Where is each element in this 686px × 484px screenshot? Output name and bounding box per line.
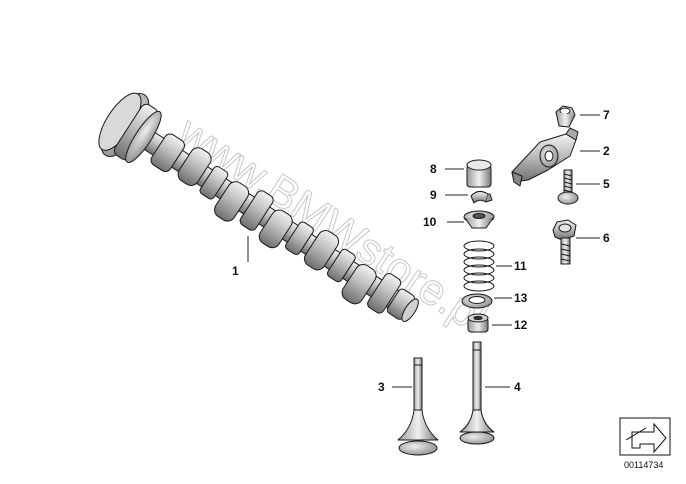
spring-seat-washer [461,293,493,309]
callout-11: 11 [514,259,527,273]
intake-valve [397,357,439,456]
valve-keepers [470,190,493,204]
callout-8: 8 [430,162,437,176]
valve-spring [463,240,495,292]
watermark: www.BMWstore.pl [169,107,496,343]
reference-number: 00114734 [624,460,663,470]
callout-3: 3 [378,380,385,394]
callout-10: 10 [423,215,437,229]
valve-stem-seal [467,313,489,333]
callout-13: 13 [514,291,528,305]
callout-2: 2 [603,144,610,158]
valve-tappet [466,159,492,188]
exhaust-valve [459,341,495,445]
callout-9: 9 [430,188,437,202]
camshaft [98,92,419,322]
callout-5: 5 [603,177,610,191]
callout-1: 1 [232,264,239,278]
bolt [552,219,577,265]
adjusting-screw [557,169,579,205]
callout-4: 4 [514,380,521,394]
diagram-reference-arrow-icon [625,422,667,454]
leader-lines [247,114,600,388]
spring-retainer [463,210,495,229]
callout-12: 12 [514,318,528,332]
reference-box: 00114734 [619,417,671,470]
nut [555,105,576,128]
callout-7: 7 [603,108,610,122]
rocker-arm [511,127,579,187]
callout-6: 6 [603,231,610,245]
